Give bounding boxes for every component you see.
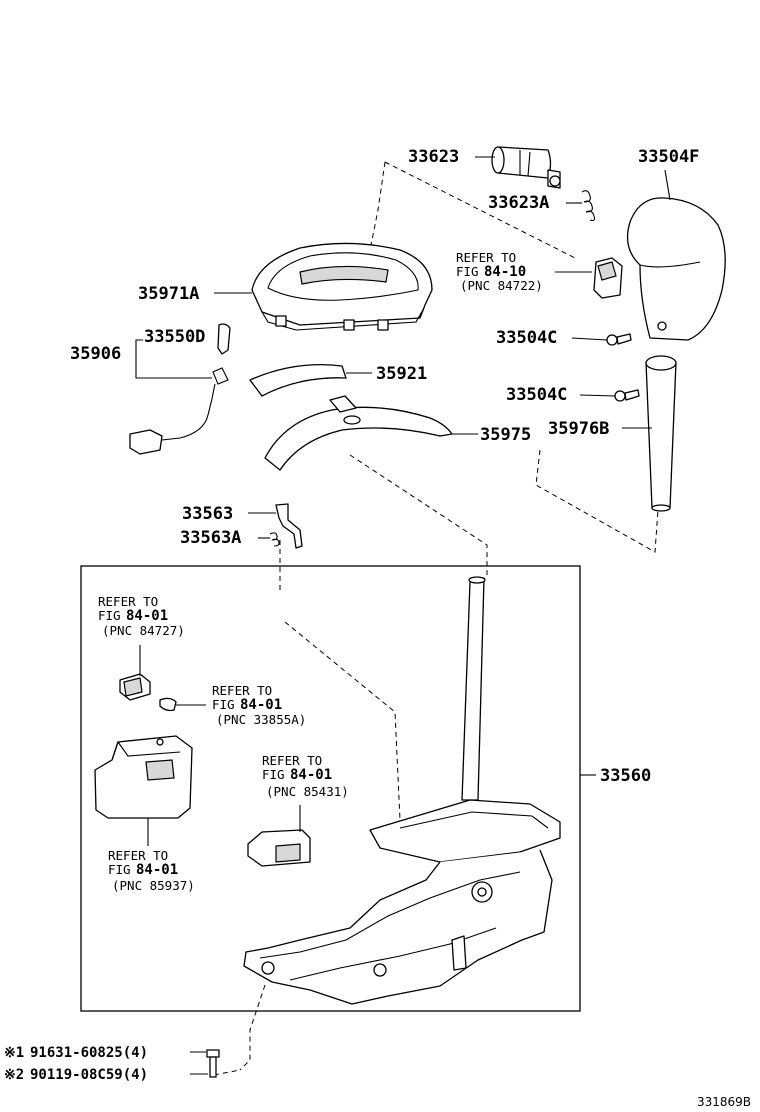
footnote-bolt [190, 1049, 220, 1078]
svg-text:(PNC 85431): (PNC 85431) [266, 784, 349, 799]
svg-text:84-01: 84-01 [136, 862, 178, 878]
label-33563A: 33563A [180, 528, 241, 548]
alignment-lines [213, 161, 659, 1076]
label-35906: 35906 [70, 344, 121, 364]
svg-text:REFER TO: REFER TO [98, 594, 158, 609]
label-33623A: 33623A [488, 193, 549, 213]
label-33550D: 33550D [144, 327, 205, 347]
part-33504C-screw-lower [579, 389, 640, 402]
svg-text:84-01: 84-01 [126, 608, 168, 624]
svg-text:84-01: 84-01 [290, 767, 332, 783]
label-35971A: 35971A [138, 284, 199, 304]
label-33504F: 33504F [638, 147, 699, 167]
footnote-2-mark: ※2 [4, 1067, 24, 1083]
svg-text:(PNC 33855A): (PNC 33855A) [216, 712, 306, 727]
ref-85937-module [94, 735, 193, 846]
svg-text:(PNC 84722): (PNC 84722) [460, 278, 543, 293]
part-33623A-spring [566, 190, 596, 222]
label-33623: 33623 [408, 147, 459, 167]
assembly-33560-box [80, 565, 581, 1012]
reference-note-85937: REFER TO FIG 84-01 (PNC 85937) [108, 848, 195, 893]
reference-note-84727: REFER TO FIG 84-01 (PNC 84727) [98, 594, 185, 638]
label-35975: 35975 [480, 425, 531, 445]
footnote-2-part: 90119-08C59(4) [30, 1067, 148, 1083]
svg-text:REFER TO: REFER TO [212, 683, 272, 698]
part-33563A-spring [258, 532, 280, 547]
part-33504C-screw-upper [571, 333, 632, 346]
svg-text:84-10: 84-10 [484, 264, 526, 280]
svg-text:(PNC 84727): (PNC 84727) [102, 623, 185, 638]
label-33504C-lower: 33504C [506, 385, 567, 405]
shift-lever-assembly [243, 576, 561, 1005]
ref-85431-switch [247, 805, 311, 867]
label-35921: 35921 [376, 364, 427, 384]
svg-text:FIG: FIG [108, 862, 131, 877]
svg-text:84-01: 84-01 [240, 697, 282, 713]
ref-33855A-bulb [159, 697, 206, 712]
reference-note-84722: REFER TO FIG 84-10 (PNC 84722) [456, 250, 543, 293]
svg-text:FIG: FIG [262, 767, 285, 782]
svg-text:REFER TO: REFER TO [108, 848, 168, 863]
part-33563-lever [248, 503, 303, 549]
part-labels: 33623 33623A 33504F 35971A 33550D 35906 … [70, 147, 699, 786]
svg-text:FIG: FIG [98, 608, 121, 623]
label-33560: 33560 [600, 766, 651, 786]
svg-text:FIG: FIG [456, 264, 479, 279]
svg-text:(PNC 85937): (PNC 85937) [112, 878, 195, 893]
svg-text:REFER TO: REFER TO [456, 250, 516, 265]
svg-text:FIG: FIG [212, 697, 235, 712]
footnote-1-part: 91631-60825(4) [30, 1045, 148, 1061]
footnotes: ※1 91631-60825(4) ※2 90119-08C59(4) [4, 1045, 148, 1083]
label-33563: 33563 [182, 504, 233, 524]
svg-text:REFER TO: REFER TO [262, 753, 322, 768]
label-35976B: 35976B [548, 419, 609, 439]
part-35971A-bezel [214, 242, 433, 331]
part-35975-indicator-plate [264, 395, 478, 471]
footnote-1-mark: ※1 [4, 1045, 24, 1061]
label-33504C-upper: 33504C [496, 328, 557, 348]
reference-note-85431: REFER TO FIG 84-01 (PNC 85431) [262, 753, 349, 799]
part-33623-solenoid [475, 146, 561, 189]
diagram-id: 331869B [697, 1095, 751, 1109]
reference-note-33855A: REFER TO FIG 84-01 (PNC 33855A) [212, 683, 306, 727]
part-35976B-shift-rod [622, 355, 677, 512]
ref-84727-connector [119, 645, 151, 701]
part-35921-plate [249, 363, 372, 397]
part-33504F-knob [626, 169, 726, 341]
ref-84722-connector [555, 257, 623, 299]
part-35906-wire-harness [129, 323, 231, 455]
